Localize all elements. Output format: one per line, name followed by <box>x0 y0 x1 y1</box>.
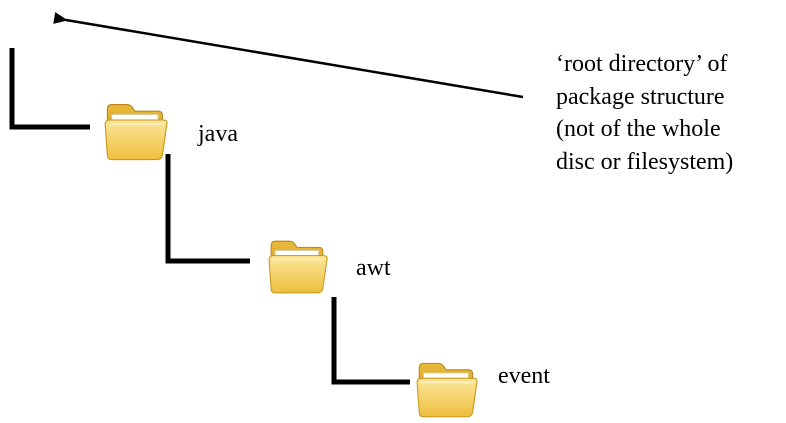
tree-connector-java-awt <box>165 154 250 264</box>
root-directory-annotation: ‘root directory’ of package structure (n… <box>556 48 784 178</box>
folder-label-awt: awt <box>356 255 391 281</box>
annotation-line: package structure <box>556 83 725 110</box>
root-pointer-arrow <box>53 12 524 99</box>
folder-icon <box>416 362 478 418</box>
annotation-line: disc or filesystem) <box>556 148 734 175</box>
folder-icon <box>104 103 168 161</box>
folder-label-java: java <box>198 121 238 147</box>
annotation-line: ‘root directory’ of <box>556 51 728 77</box>
folder-icon <box>268 240 328 294</box>
folder-label-event: event <box>498 363 550 389</box>
annotation-line: (not of the whole <box>556 116 721 142</box>
tree-connector-root <box>9 48 90 130</box>
tree-connector-awt-event <box>331 297 410 385</box>
